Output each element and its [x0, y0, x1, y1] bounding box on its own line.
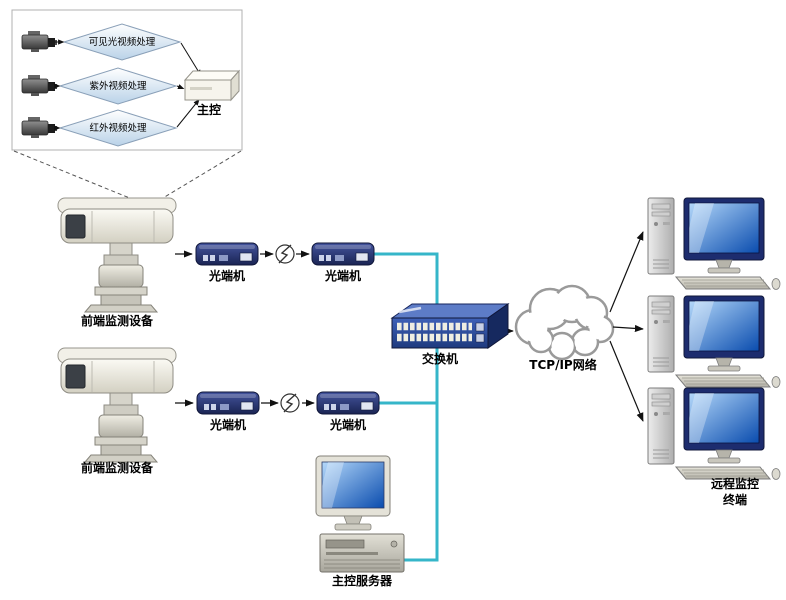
processor-label-uv: 紫外视频处理 — [89, 81, 147, 92]
ethernet-switch — [390, 303, 510, 349]
processor-label-visible-light: 可见光视频处理 — [88, 37, 156, 48]
optical-transceiver-1 — [195, 242, 259, 266]
cloud-fanout-arrows — [609, 231, 644, 422]
master-control-label: 主控 — [196, 103, 221, 117]
transceiver-label-3: 光端机 — [209, 418, 246, 432]
terminal-label-line1: 远程监控 — [710, 477, 759, 491]
server-label: 主控服务器 — [331, 574, 392, 588]
inset-flow-arrows — [54, 39, 202, 131]
front-device-label-top: 前端监测设备 — [80, 314, 153, 328]
transceiver-label-2: 光端机 — [324, 269, 361, 283]
ptz-camera-bottom — [57, 347, 177, 463]
fiber-converter-symbol — [275, 244, 295, 264]
fiber-converter-symbol — [280, 393, 300, 413]
cloud-label: TCP/IP网络 — [529, 358, 597, 372]
control-server — [315, 455, 405, 573]
remote-terminal-3 — [647, 387, 781, 480]
optical-transceiver-3 — [196, 391, 260, 415]
inset-detail-box — [11, 9, 243, 151]
remote-terminal-2 — [647, 295, 781, 388]
processor-diamonds — [58, 23, 182, 147]
terminal-label-line2: 终端 — [722, 493, 747, 507]
front-device-label-bottom: 前端监测设备 — [80, 461, 153, 475]
switch-label: 交换机 — [421, 352, 458, 366]
optical-transceiver-4 — [316, 391, 380, 415]
ptz-camera-top — [57, 197, 177, 313]
remote-terminal-1 — [647, 197, 781, 290]
transceiver-label-4: 光端机 — [329, 418, 366, 432]
switch-brand-mark — [398, 306, 422, 314]
transceiver-label-1: 光端机 — [208, 269, 245, 283]
network-cloud — [514, 284, 615, 361]
master-control-box — [183, 69, 241, 102]
inset-callout-dashed-lines — [13, 150, 242, 202]
optical-transceiver-2 — [311, 242, 375, 266]
processor-label-ir: 红外视频处理 — [89, 123, 147, 134]
fiber-network-lines — [374, 252, 439, 562]
